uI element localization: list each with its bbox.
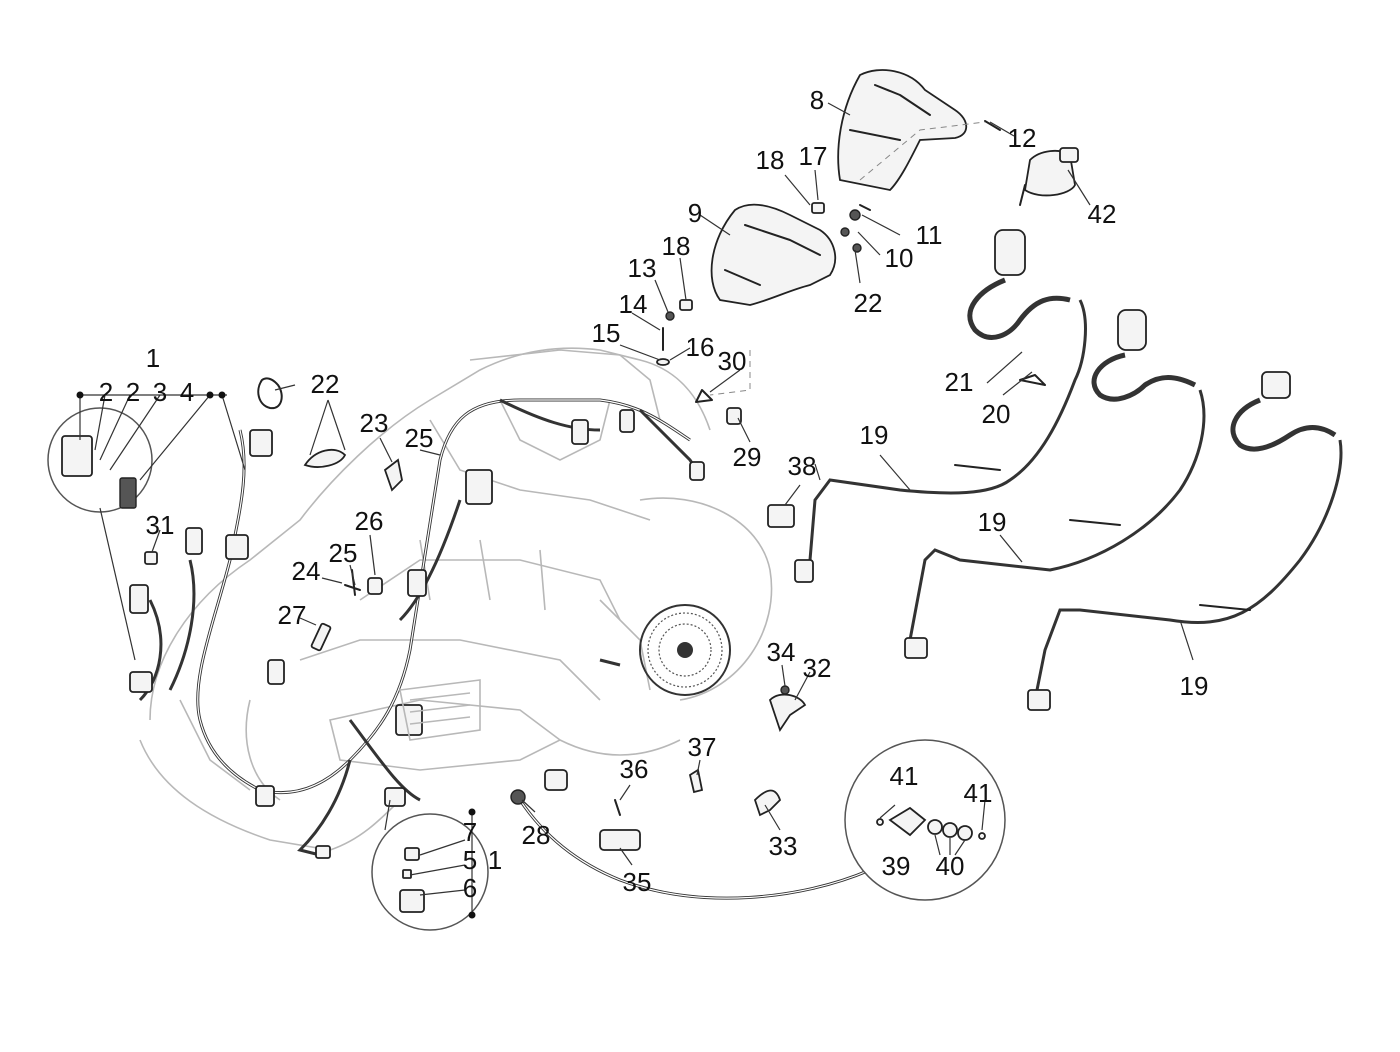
callout-8: 8: [809, 85, 825, 115]
callout-27: 27: [277, 600, 307, 630]
callout-4: 4: [179, 377, 195, 407]
callout-10: 10: [884, 243, 914, 273]
callout-16: 16: [685, 332, 715, 362]
callout-22: 22: [310, 369, 340, 399]
callout-38: 38: [787, 451, 817, 481]
callout-12: 12: [1007, 123, 1037, 153]
coil-harness-bottom: [1027, 371, 1343, 711]
callout-25: 25: [328, 538, 358, 568]
callout-28: 28: [521, 820, 551, 850]
callout-19: 19: [977, 507, 1007, 537]
callout-41: 41: [889, 761, 919, 791]
callout-39: 39: [881, 851, 911, 881]
detail-circle-grommets: [844, 739, 1006, 901]
small-fasteners: [656, 120, 1001, 425]
callout-32: 32: [802, 653, 832, 683]
callout-5: 5: [462, 845, 478, 875]
callout-18: 18: [661, 231, 691, 261]
lower-bracket-parts: [510, 685, 807, 851]
callout-30: 30: [717, 346, 747, 376]
callout-13: 13: [627, 253, 657, 283]
callout-33: 33: [768, 831, 798, 861]
part-42-pump: [1019, 147, 1079, 206]
callout-34: 34: [766, 637, 796, 667]
control-unit-box: [399, 679, 481, 741]
callout-25: 25: [404, 423, 434, 453]
callout-42: 42: [1087, 199, 1117, 229]
callout-22: 22: [853, 288, 883, 318]
leader-lines: [151, 102, 1194, 866]
left-small-parts: [144, 377, 403, 652]
callout-18: 18: [755, 145, 785, 175]
callout-19: 19: [1179, 671, 1209, 701]
callout-29: 29: [732, 442, 762, 472]
detail-circle-fusebox: [47, 391, 246, 661]
scooter-frame: [139, 347, 773, 851]
callout-36: 36: [619, 754, 649, 784]
callout-2: 2: [98, 377, 114, 407]
callout-1: 1: [487, 845, 503, 875]
callout-41: 41: [963, 778, 993, 808]
callout-17: 17: [798, 141, 828, 171]
harness-clips: [954, 374, 1251, 611]
cover-part-9: [710, 203, 837, 306]
callout-7: 7: [462, 817, 478, 847]
callout-2: 2: [125, 377, 141, 407]
callout-19: 19: [859, 420, 889, 450]
part-38-relay: [767, 504, 795, 528]
detail-circle-relays: [371, 799, 489, 931]
callout-20: 20: [981, 399, 1011, 429]
callout-23: 23: [359, 408, 389, 438]
callout-21: 21: [944, 367, 974, 397]
coil-harness-top: [794, 229, 1087, 583]
callout-3: 3: [152, 377, 168, 407]
callout-6: 6: [462, 873, 478, 903]
callout-26: 26: [354, 506, 384, 536]
callout-35: 35: [622, 867, 652, 897]
engine-cooling-fan: [639, 604, 731, 696]
main-wiring-harness: [129, 398, 871, 900]
callout-14: 14: [618, 289, 648, 319]
cover-part-8: [837, 69, 968, 191]
callout-11: 11: [915, 220, 943, 250]
callout-37: 37: [687, 732, 717, 762]
callout-24: 24: [291, 556, 321, 586]
callout-40: 40: [935, 851, 965, 881]
coil-harness-middle: [904, 309, 1206, 659]
callout-15: 15: [591, 318, 621, 348]
callout-9: 9: [687, 198, 703, 228]
callout-31: 31: [145, 510, 175, 540]
callout-1: 1: [145, 343, 161, 373]
